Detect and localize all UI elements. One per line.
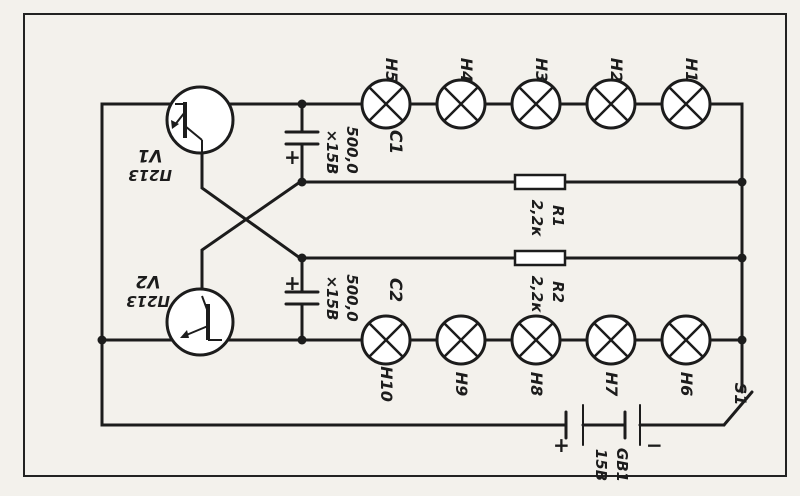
label-c2-plus: + <box>284 271 301 295</box>
lamp-h2 <box>585 78 637 130</box>
label-c1-plus: + <box>284 145 301 169</box>
label-r2-value: 2,2к <box>528 276 546 314</box>
label-c2-value: 500,0 <box>343 274 361 321</box>
lamp-h3 <box>510 78 562 130</box>
label-h2: H2 <box>607 58 626 83</box>
label-h3: H3 <box>532 58 551 83</box>
lamp-h1 <box>660 78 712 130</box>
resistor-r2 <box>513 249 567 267</box>
label-v2-type: П213 <box>126 292 170 310</box>
label-s1: S1 <box>731 383 750 406</box>
junction-dots <box>97 99 747 345</box>
switch-s1 <box>722 341 754 427</box>
label-h7: H7 <box>602 372 621 397</box>
capacitor-c2 <box>284 290 320 306</box>
label-h1: H1 <box>682 58 701 83</box>
wiring <box>100 102 744 427</box>
label-h6: H6 <box>677 372 696 397</box>
label-r1-value: 2,2к <box>528 200 546 238</box>
lamp-h9 <box>435 314 487 366</box>
label-gb1-voltage: 15В <box>592 449 610 481</box>
lamp-h6 <box>660 314 712 366</box>
transistor-v2 <box>165 287 235 357</box>
label-h4: H4 <box>457 58 476 83</box>
label-h10: H10 <box>377 366 396 402</box>
label-c2-name: C2 <box>385 278 405 302</box>
schematic-frame <box>23 13 787 477</box>
lamp-h4 <box>435 78 487 130</box>
battery-gb1 <box>564 404 641 446</box>
label-r2-name: R2 <box>549 281 567 303</box>
label-h5: H5 <box>382 58 401 83</box>
transistor-v1 <box>165 85 235 155</box>
label-h8: H8 <box>527 372 546 397</box>
label-v1-type: П213 <box>128 166 172 184</box>
label-h9: H9 <box>452 372 471 397</box>
label-c1-voltage: ×15В <box>323 130 341 175</box>
label-gb1-name: GB1 <box>613 448 631 482</box>
label-v1-name: V1 <box>138 145 163 165</box>
label-r1-name: R1 <box>549 205 567 227</box>
lamp-h7 <box>585 314 637 366</box>
label-c1-value: 500,0 <box>343 126 361 173</box>
labels: V1 П213 V2 П213 C1 500,0 ×15В + C2 500,0… <box>126 58 750 482</box>
lamp-h5 <box>360 78 412 130</box>
label-c1-name: C1 <box>385 130 405 154</box>
label-v2-name: V2 <box>136 271 161 291</box>
label-gb1-plus: + <box>553 433 570 457</box>
resistor-r1 <box>513 173 567 191</box>
label-gb1-minus: − <box>646 433 663 457</box>
lamp-h10 <box>360 314 412 366</box>
lamp-h8 <box>510 314 562 366</box>
label-c2-voltage: ×15В <box>323 276 341 321</box>
capacitor-c1 <box>284 130 320 146</box>
